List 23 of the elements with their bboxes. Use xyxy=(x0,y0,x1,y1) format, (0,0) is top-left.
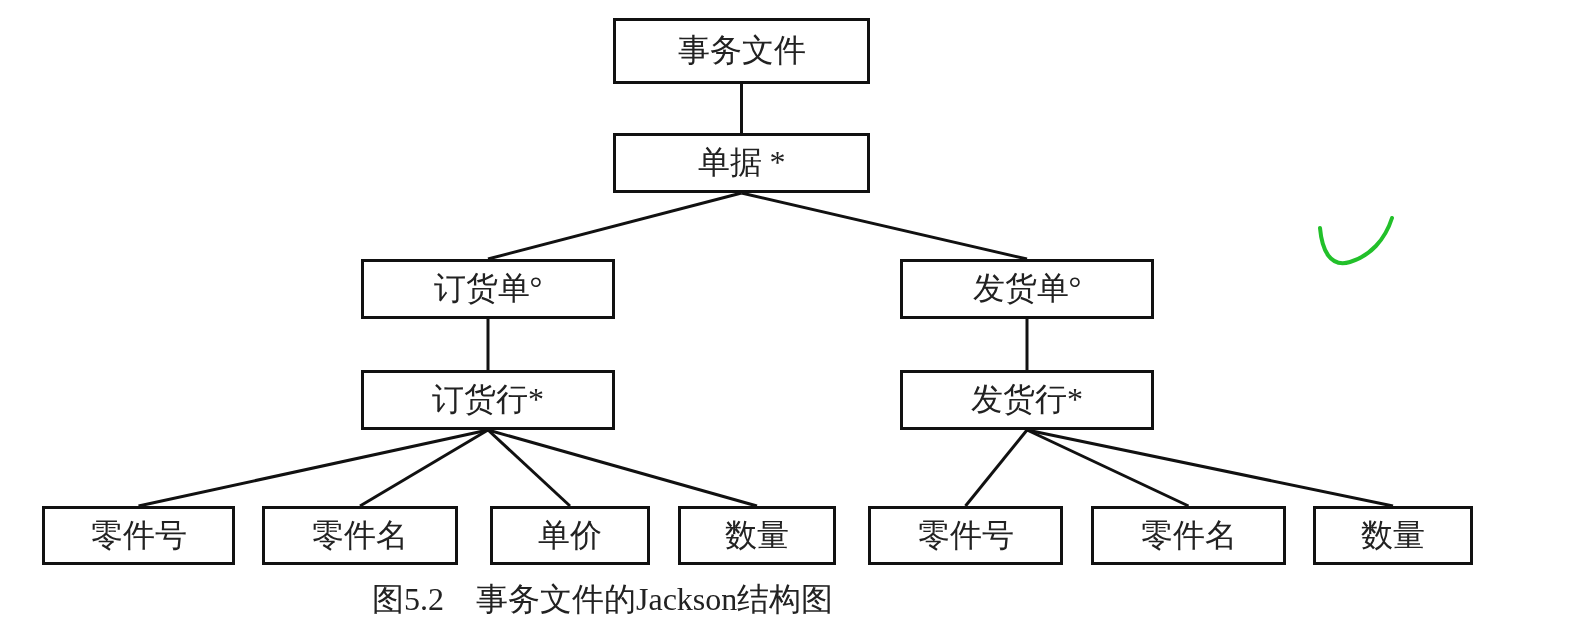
structure-box: 发货单° xyxy=(900,259,1154,319)
structure-box: 订货行* xyxy=(361,370,615,430)
structure-box: 单价 xyxy=(490,506,650,565)
connector-line xyxy=(741,191,1028,261)
connector-line xyxy=(964,429,1029,507)
structure-box: 零件名 xyxy=(1091,506,1286,565)
structure-box: 发货行* xyxy=(900,370,1154,430)
structure-box: 数量 xyxy=(678,506,836,565)
connector-line xyxy=(359,428,489,508)
figure-caption: 图5.2 事务文件的Jackson结构图 xyxy=(372,580,834,619)
structure-box: 零件号 xyxy=(868,506,1063,565)
connector-line xyxy=(1026,428,1394,508)
structure-box: 数量 xyxy=(1313,506,1473,565)
structure-box: 单据 * xyxy=(613,133,870,193)
structure-box: 事务文件 xyxy=(613,18,870,84)
structure-box: 零件名 xyxy=(262,506,458,565)
connector-line xyxy=(486,319,490,370)
structure-box: 零件号 xyxy=(42,506,235,565)
connector-line xyxy=(487,191,742,261)
connector-line xyxy=(740,84,743,133)
structure-box: 订货单° xyxy=(361,259,615,319)
connector-line xyxy=(487,428,571,508)
connector-line xyxy=(1025,319,1029,370)
